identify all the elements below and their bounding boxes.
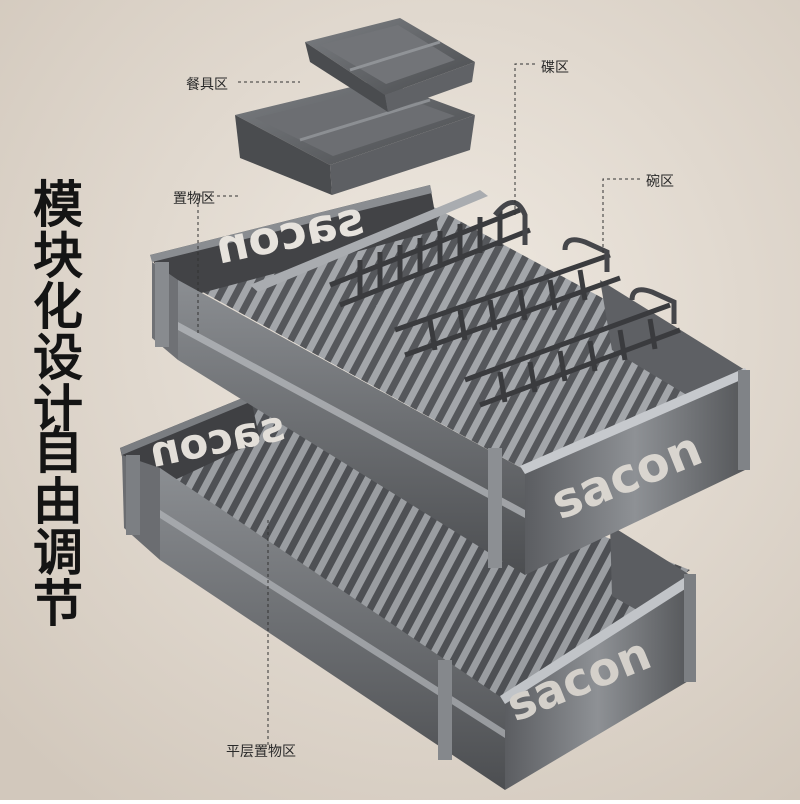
label-bowl-zone: 碗区 xyxy=(646,174,674,190)
cutlery-tray-top xyxy=(305,18,475,112)
plate-rack xyxy=(329,200,531,308)
lower-basket xyxy=(120,395,696,790)
label-cutlery-zone: 餐具区 xyxy=(186,77,228,93)
bowl-rack-2 xyxy=(464,287,681,408)
callout-lines xyxy=(197,63,640,745)
upper-basket xyxy=(150,185,750,575)
bowl-rack-1 xyxy=(394,237,621,358)
label-plate-zone: 碟区 xyxy=(541,60,569,76)
headline-modular-design: 模块化设计 xyxy=(25,178,83,433)
label-storage-zone: 置物区 xyxy=(173,191,215,207)
headline-free-adjustment: 自由调节 xyxy=(25,424,83,628)
label-flat-storage-zone: 平层置物区 xyxy=(226,744,296,760)
